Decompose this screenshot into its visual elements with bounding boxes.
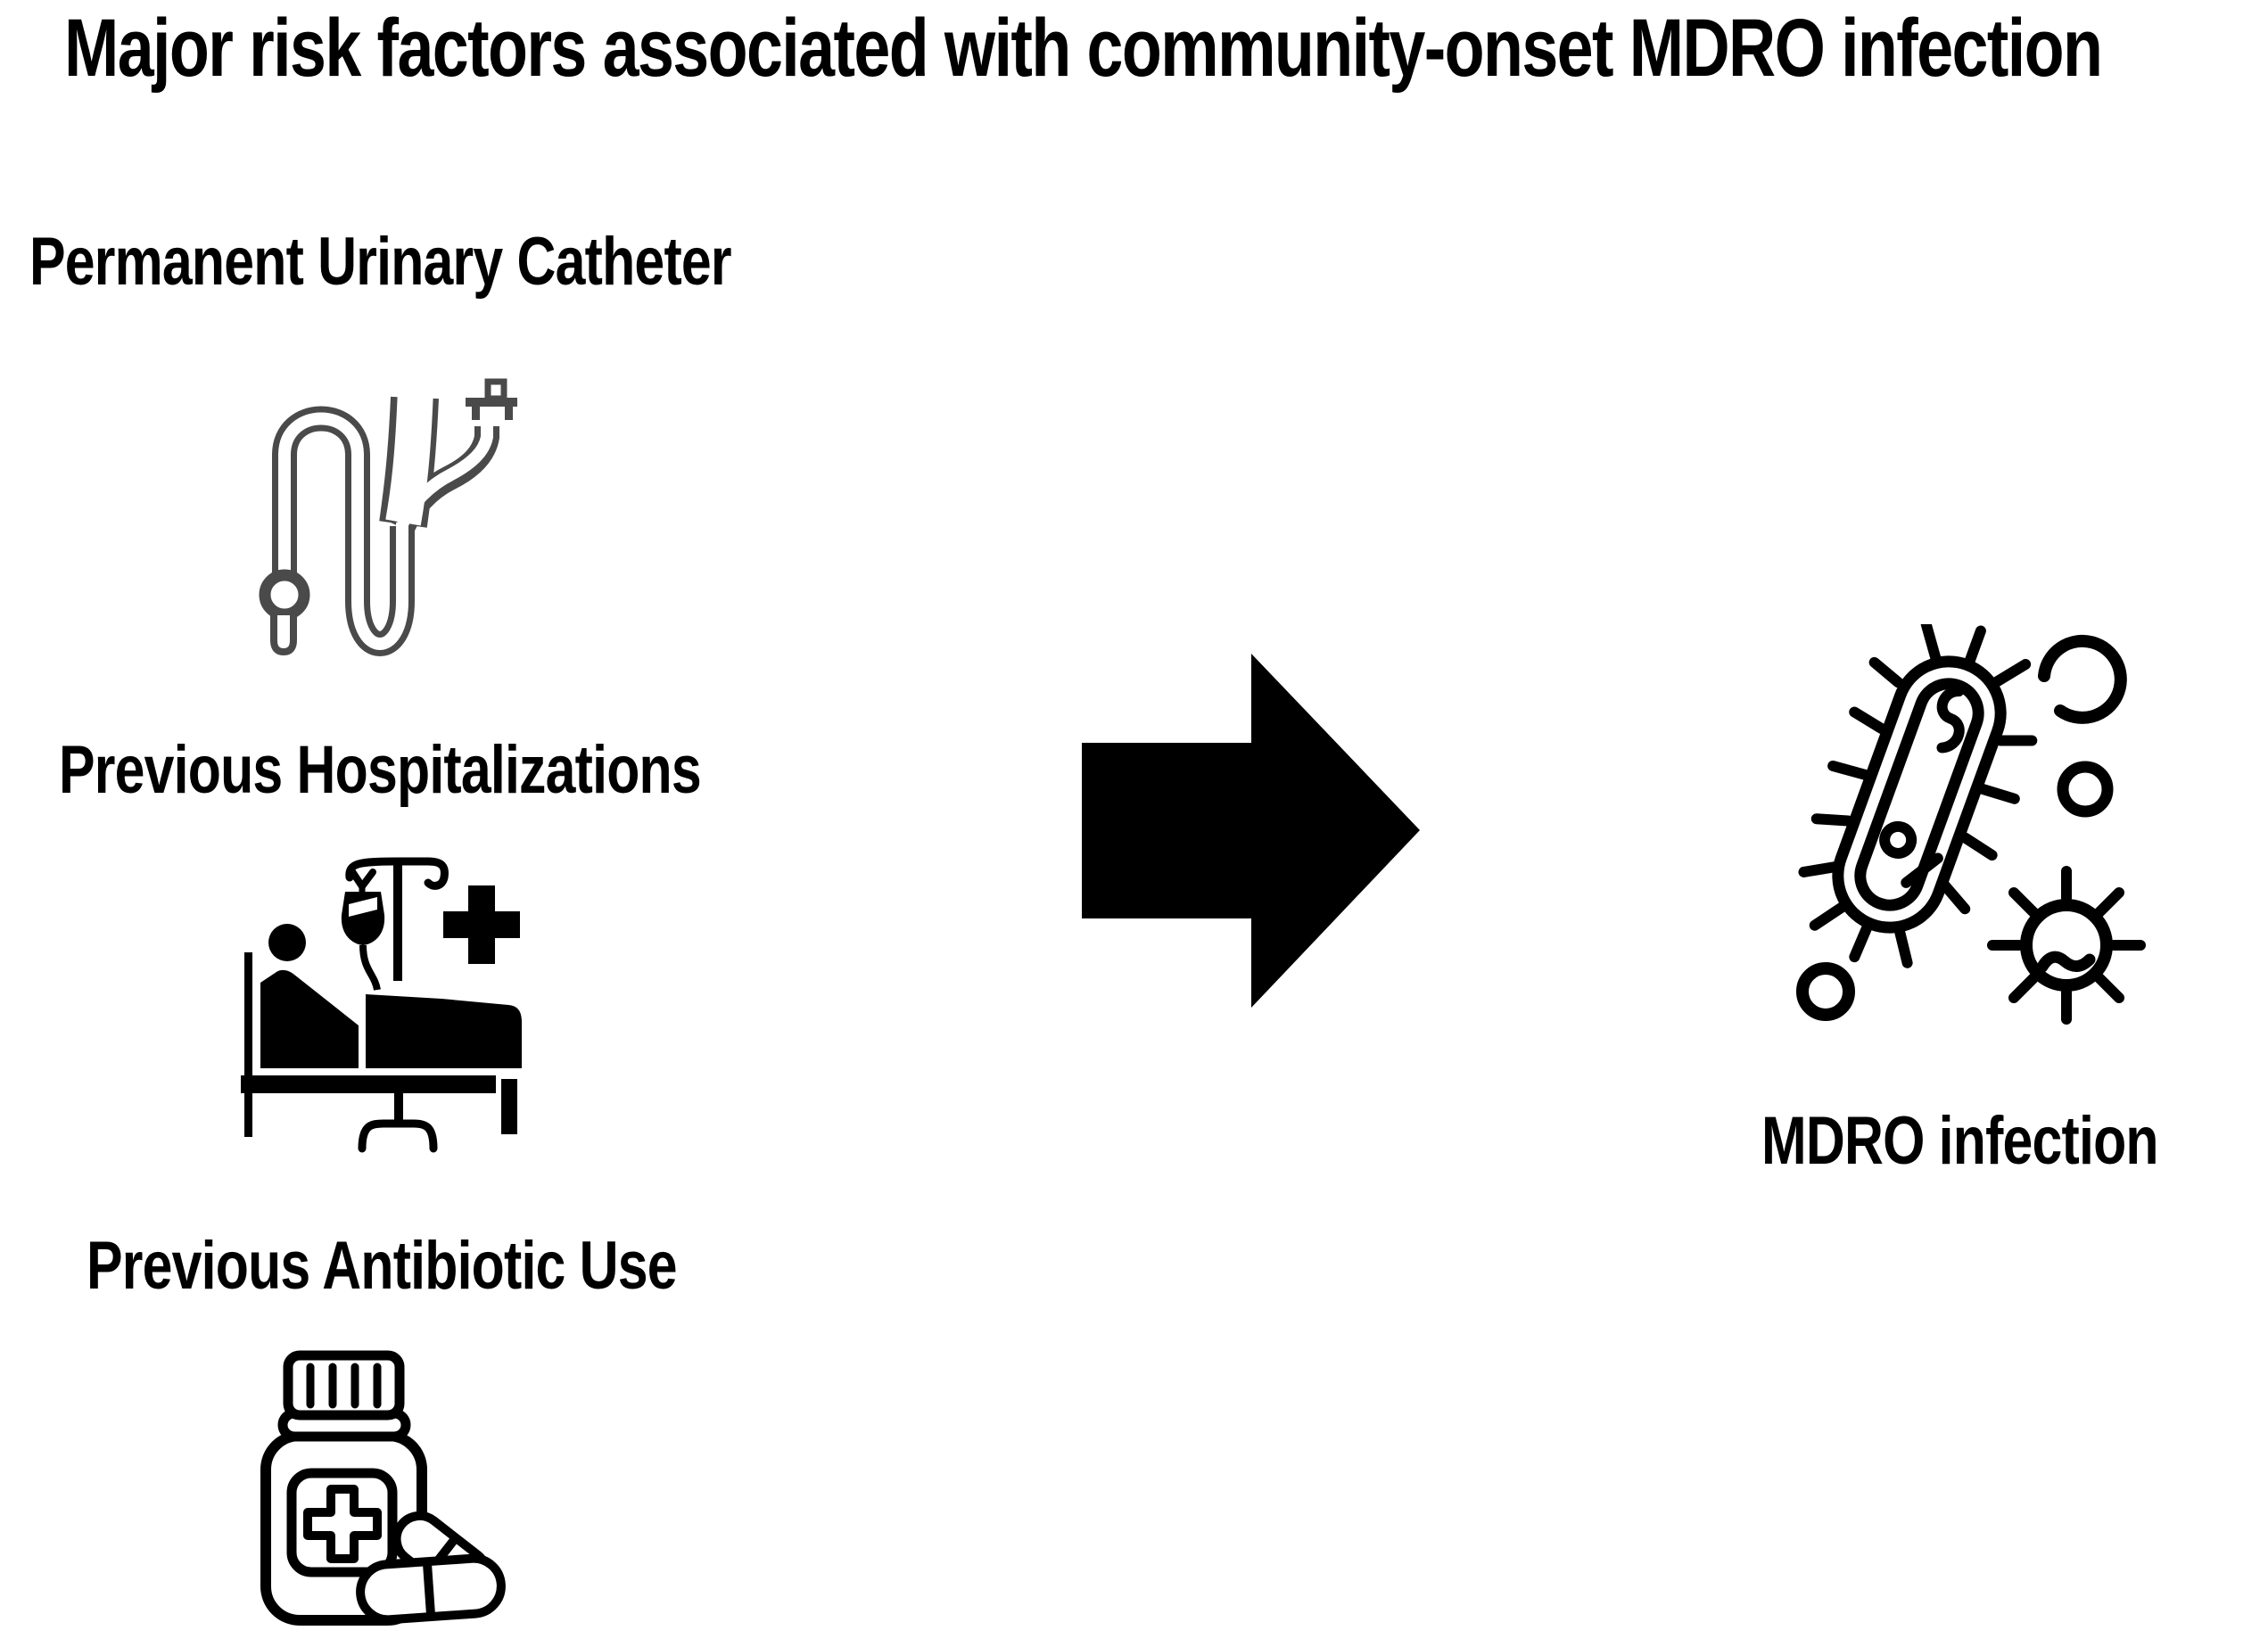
pill-bottle-icon xyxy=(260,1350,506,1626)
hospital-bed-icon xyxy=(241,857,522,1153)
risk-factor-label-catheter: Permanent Urinary Catheter xyxy=(29,224,732,300)
risk-factor-label-hospitalizations: Previous Hospitalizations xyxy=(59,732,702,808)
arrow-right-icon xyxy=(1082,654,1420,1008)
risk-factor-label-antibiotics: Previous Antibiotic Use xyxy=(87,1228,678,1304)
page-title: Major risk factors associated with commu… xyxy=(64,3,2103,94)
urinary-catheter-icon xyxy=(259,378,517,656)
bacteria-icon xyxy=(1796,624,2146,1025)
outcome-label: MDRO infection xyxy=(1761,1103,2159,1179)
